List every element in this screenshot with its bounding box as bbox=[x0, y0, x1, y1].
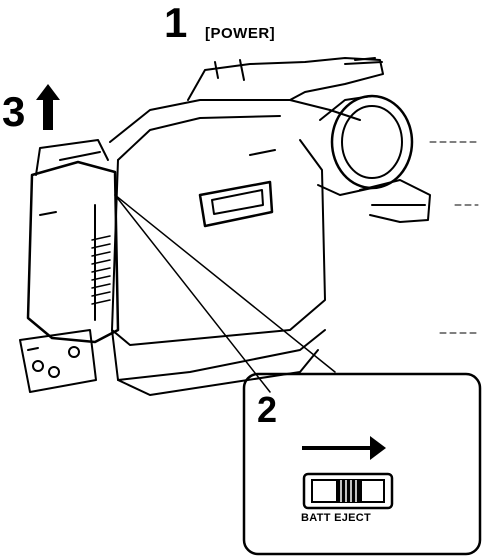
batt-eject-label: BATT EJECT bbox=[301, 512, 372, 524]
leader-line-upper bbox=[114, 194, 271, 393]
power-label: [POWER] bbox=[205, 25, 276, 42]
slider-switch-icon bbox=[302, 472, 394, 510]
shoulder-base bbox=[111, 329, 326, 381]
rear-connector-panel bbox=[19, 329, 97, 393]
grip-strap bbox=[359, 179, 431, 223]
step-1-label: 1 bbox=[164, 0, 188, 46]
step-3-label: 3 bbox=[2, 88, 26, 135]
step-2-label: 2 bbox=[257, 389, 278, 430]
right-arrow-icon bbox=[302, 436, 386, 460]
battery-top bbox=[35, 139, 109, 176]
camcorder-body bbox=[111, 139, 326, 346]
zoom-inset-frame bbox=[242, 372, 482, 556]
up-arrow-icon bbox=[36, 84, 60, 130]
battery-pack bbox=[26, 160, 120, 344]
side-panel bbox=[198, 180, 274, 228]
lens bbox=[330, 94, 414, 190]
leader-line-lower bbox=[114, 194, 336, 373]
